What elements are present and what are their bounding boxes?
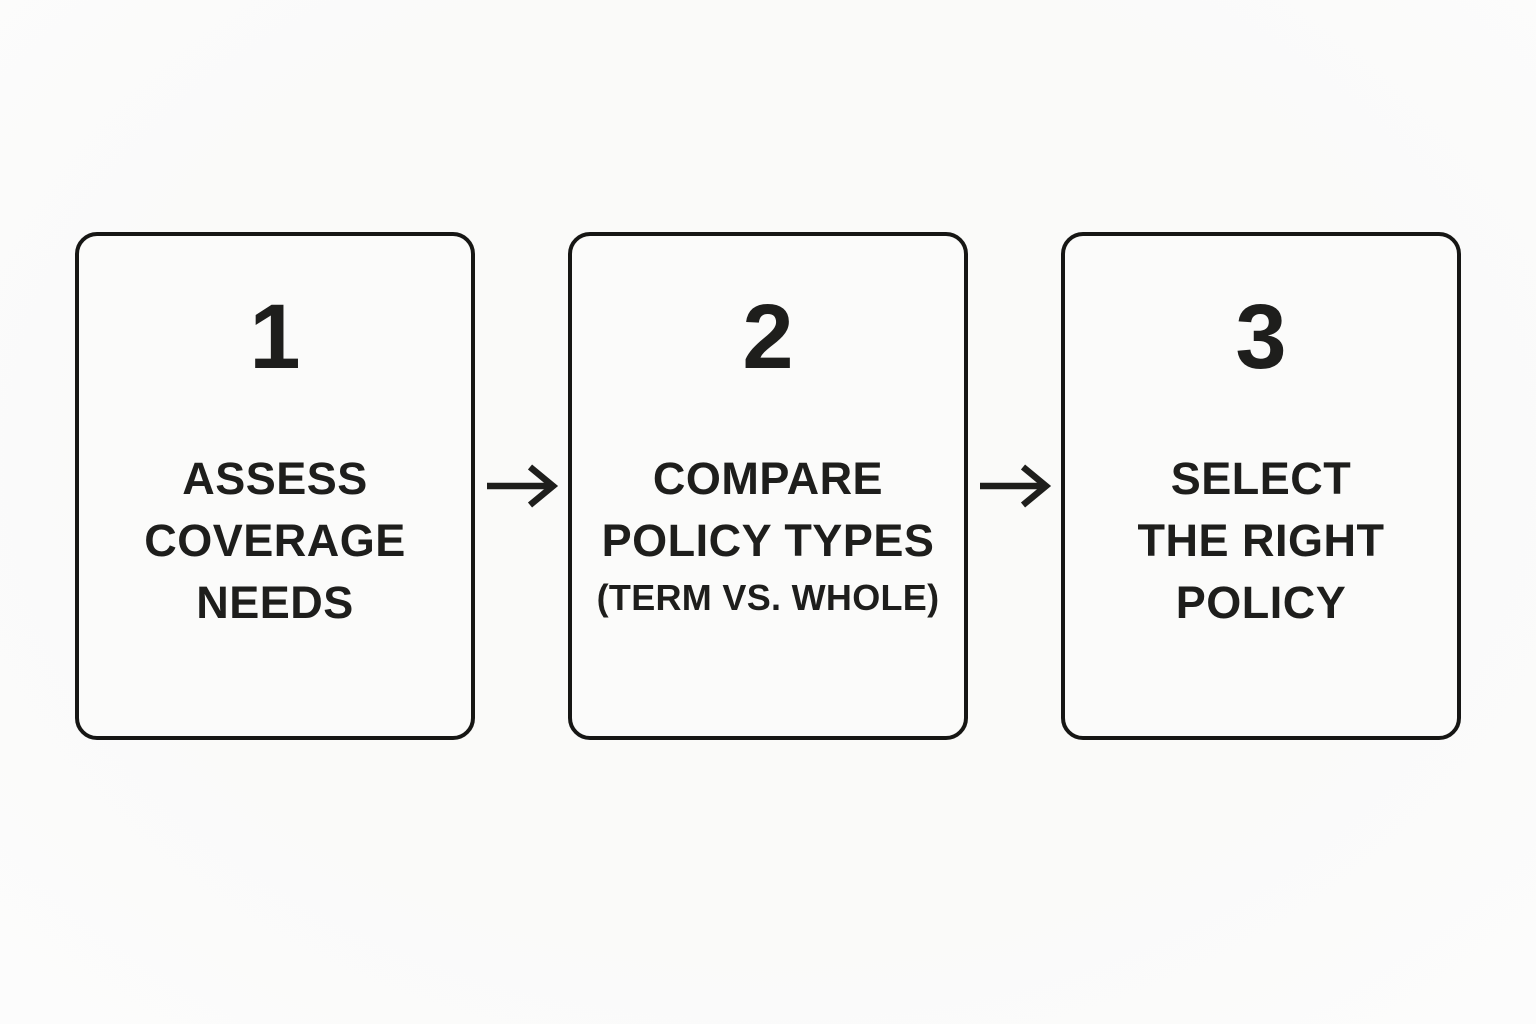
step-1-title: ASSESS COVERAGE NEEDS [144,448,406,634]
right-arrow-icon [979,464,1051,508]
step-3-title-line-3: POLICY [1175,577,1347,628]
step-2-subtitle: (TERM VS. WHOLE) [596,577,940,618]
step-1-title-line-3: NEEDS [196,577,354,628]
step-2-title-line-2: POLICY TYPES [601,515,935,566]
connector-2 [968,463,1061,509]
connector-1 [475,463,568,509]
step-3-title: SELECT THE RIGHT POLICY [1138,448,1385,634]
step-2-title-line-1: COMPARE [652,453,884,504]
step-3-title-line-1: SELECT [1170,453,1352,504]
step-box-3: 3 SELECT THE RIGHT POLICY [1061,232,1461,740]
step-1-title-line-2: COVERAGE [144,515,406,566]
step-box-1: 1 ASSESS COVERAGE NEEDS [75,232,475,740]
step-3-title-line-2: THE RIGHT [1137,515,1385,566]
step-box-2: 2 COMPARE POLICY TYPES (TERM VS. WHOLE) [568,232,968,740]
right-arrow-icon [486,464,558,508]
step-3-number: 3 [1235,286,1287,388]
flowchart-row: 1 ASSESS COVERAGE NEEDS 2 COMPARE POLICY… [75,232,1461,740]
step-1-title-line-1: ASSESS [182,453,368,504]
step-1-number: 1 [249,286,301,388]
step-2-number: 2 [742,286,794,388]
step-2-title: COMPARE POLICY TYPES (TERM VS. WHOLE) [597,448,940,624]
